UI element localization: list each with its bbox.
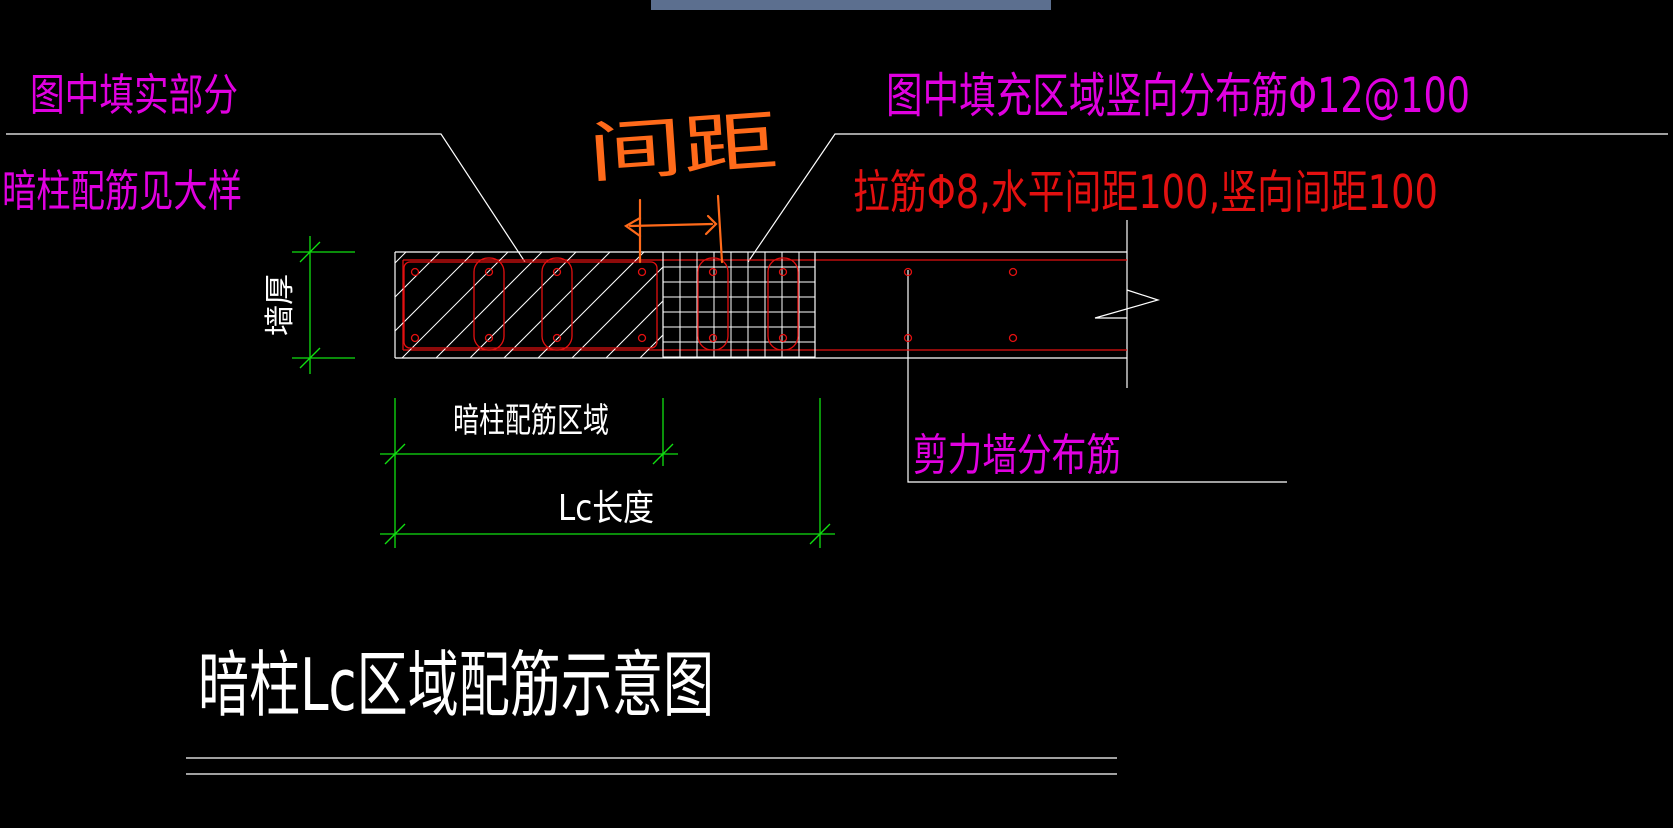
break-line-symbol: [1094, 289, 1161, 319]
leader-shear-wall: [907, 270, 1287, 483]
window-top-bar: [651, 0, 1051, 10]
hatch-line: [537, 252, 645, 358]
hidden-column-note: 暗柱配筋见大样: [2, 166, 242, 217]
hatch-line: [571, 266, 663, 358]
tie-stirrup: [541, 257, 573, 351]
rebar-dot: [778, 267, 788, 277]
hatch-line: [395, 252, 475, 332]
dimension-lines: [292, 236, 835, 548]
rebar-dot: [1008, 333, 1018, 343]
lc-length-label: Lc长度: [558, 488, 654, 529]
rebar-dot: [778, 333, 788, 343]
rebar-dot: [410, 267, 420, 277]
grid-filled-region: [662, 251, 816, 358]
rebar-dot: [552, 333, 562, 343]
rebar-dot: [484, 333, 494, 343]
hatch-line: [435, 252, 543, 358]
filled-region-note: 图中填充区域竖向分布筋Φ12@100: [886, 68, 1470, 124]
column-rebar: [403, 257, 1018, 351]
leader-lines: [6, 133, 1668, 483]
wall-thickness-label: 墙厚: [263, 274, 298, 336]
hatch-line: [401, 252, 509, 358]
rebar-dot: [637, 267, 647, 277]
handwritten-spacing-label: 间距: [585, 102, 780, 192]
hatch-line: [469, 252, 577, 358]
rebar-dot: [708, 333, 718, 343]
hatch-line: [605, 300, 663, 358]
hidden-column-region-label: 暗柱配筋区域: [453, 401, 609, 441]
rebar-dot: [637, 333, 647, 343]
tie-stirrup: [697, 257, 729, 351]
hatch-line: [395, 252, 441, 298]
hatch-line: [395, 252, 407, 264]
solid-fill-note: 图中填实部分: [30, 70, 238, 121]
rebar-dot: [903, 333, 913, 343]
rebar-dot: [410, 333, 420, 343]
rebar-dot: [1008, 267, 1018, 277]
rebar-dot: [903, 267, 913, 277]
tie-bar-note: 拉筋Φ8,水平间距100,竖向间距100: [853, 165, 1438, 219]
drawing-title: 暗柱Lc区域配筋示意图: [198, 643, 714, 727]
tie-stirrup: [473, 257, 505, 351]
shear-wall-bars-label: 剪力墙分布筋: [913, 430, 1121, 481]
hatch-line: [639, 334, 663, 358]
outer-stirrup: [403, 261, 658, 349]
handwritten-spacing-marks: [623, 194, 724, 264]
wall-section: [394, 220, 1161, 388]
tie-stirrup: [767, 257, 799, 351]
hatch-line: [503, 252, 611, 358]
leader-right: [747, 133, 1668, 263]
leader-left: [6, 133, 526, 263]
rebar-dot: [708, 267, 718, 277]
rebar-dot: [484, 267, 494, 277]
rebar-dot: [552, 267, 562, 277]
